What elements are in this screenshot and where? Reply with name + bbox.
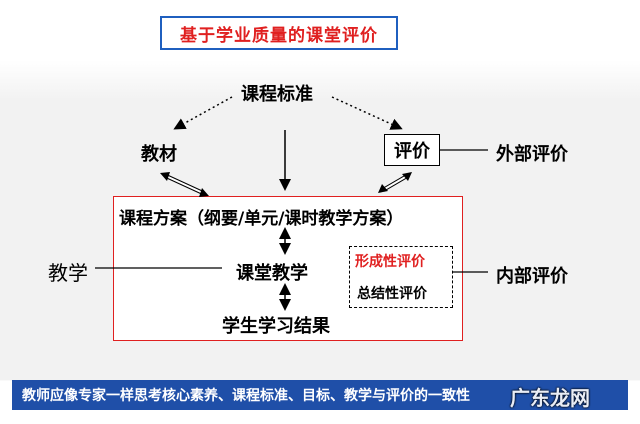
assessment-types-box (349, 246, 453, 308)
banner-text: 教师应像专家一样思考核心素养、课程标准、目标、教学与评价的一致性 (22, 388, 470, 404)
diagram-title: 基于学业质量的课堂评价 (180, 25, 378, 46)
arrow-materials-plan (160, 172, 209, 197)
external-evaluation: 外部评价 (496, 144, 568, 165)
student-learning-results: 学生学习结果 (222, 316, 330, 337)
internal-evaluation: 内部评价 (496, 266, 568, 287)
arrow-standard-to-evaluation (331, 96, 403, 130)
teaching-materials: 教材 (141, 144, 177, 165)
evaluation-label: 评价 (394, 141, 430, 162)
classroom-teaching: 课堂教学 (236, 263, 308, 284)
title-box: 基于学业质量的课堂评价 (160, 16, 398, 50)
watermark-logo: 广东龙网 (510, 386, 590, 410)
curriculum-standard: 课程标准 (241, 84, 313, 105)
evaluation-box: 评价 (384, 134, 440, 166)
bottom-banner: 教师应像专家一样思考核心素养、课程标准、目标、教学与评价的一致性 (12, 380, 628, 410)
curriculum-plan: 课程方案（纲要/单元/课时教学方案） (119, 209, 404, 229)
arrow-standard-to-materials (173, 96, 233, 130)
formative-assessment: 形成性评价 (355, 254, 425, 270)
teaching: 教学 (48, 261, 88, 285)
arrow-evaluation-plan (378, 172, 412, 193)
summative-assessment: 总结性评价 (357, 286, 427, 302)
